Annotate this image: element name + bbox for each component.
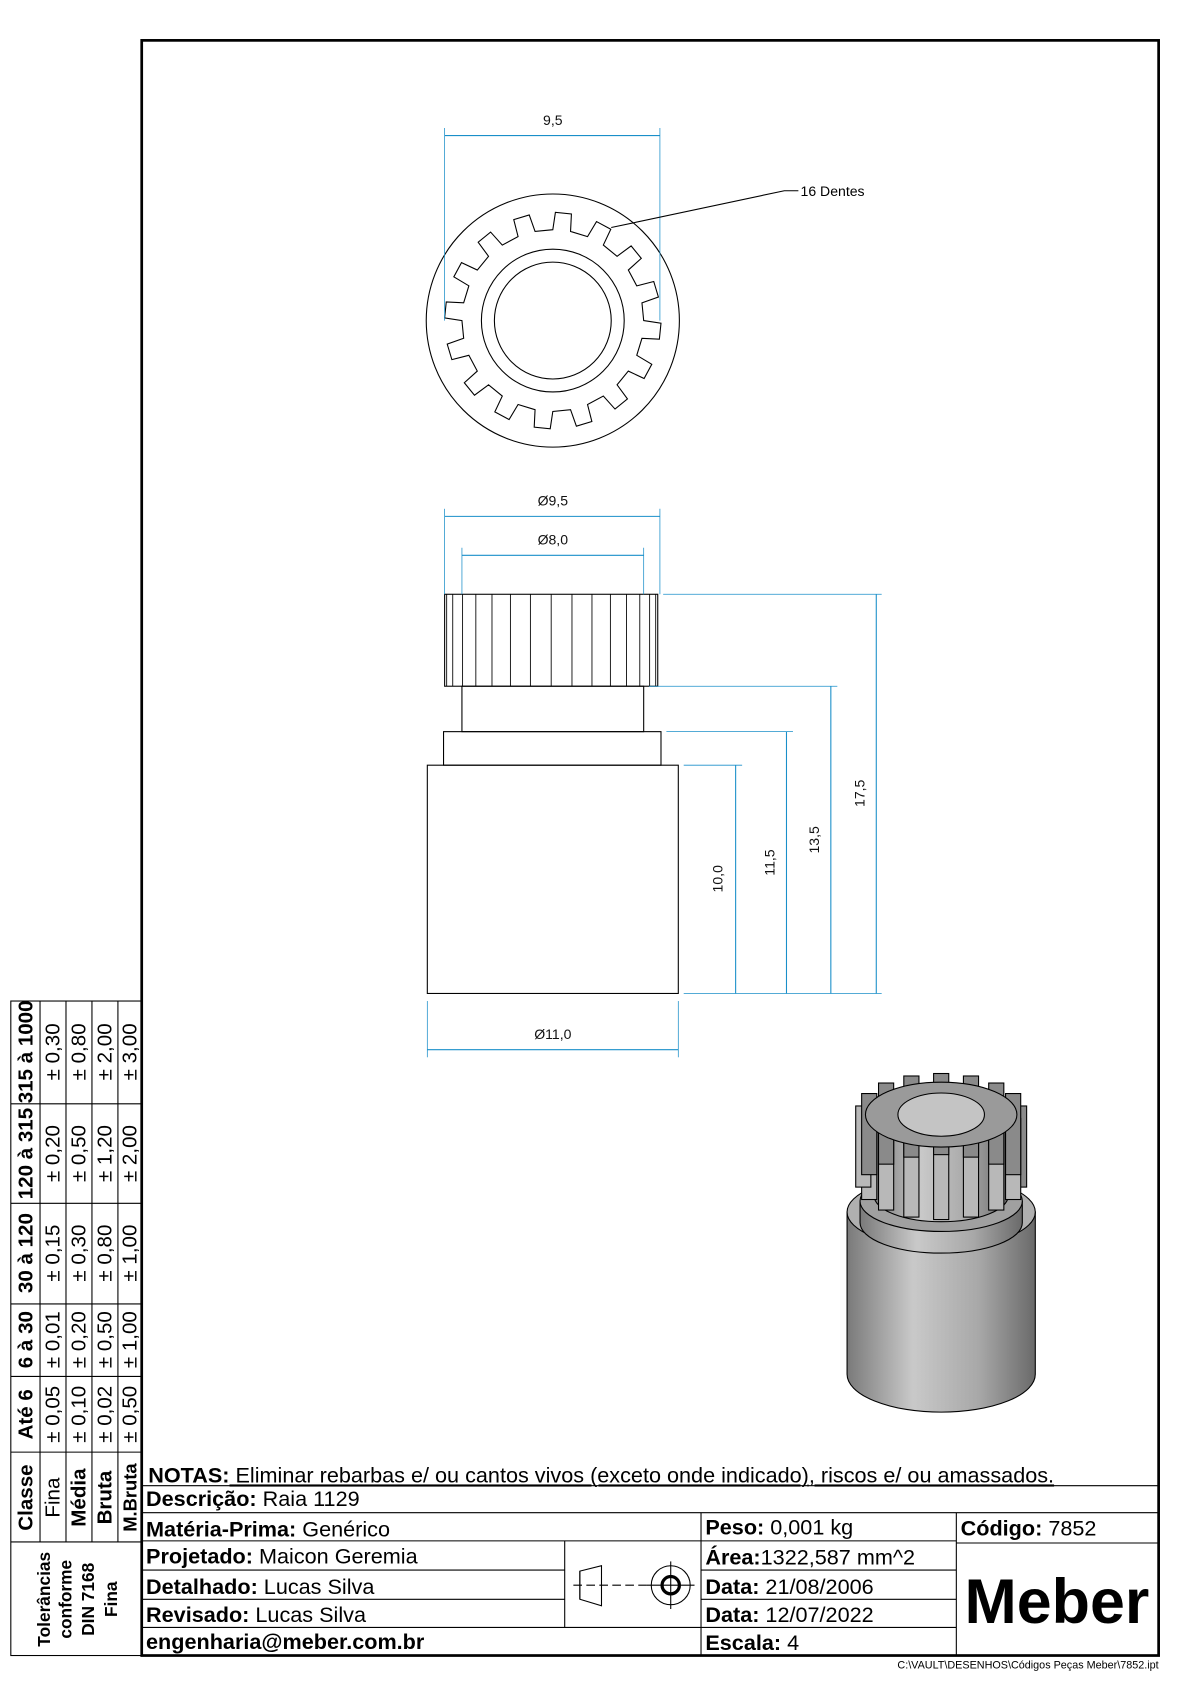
dia-top-dimension: Ø9,5 [538,493,569,509]
height-13-5-dimension: 13,5 [806,826,822,854]
part-code: Código: 7852 [961,1515,1097,1540]
scale: Escala: 4 [705,1630,799,1655]
range-header: 120 à 315 [14,1108,37,1199]
tolerance-value: ± 0,50 [67,1125,90,1182]
weight: Peso: 0,001 kg [705,1514,853,1539]
email: engenharia@meber.com.br [146,1629,425,1654]
tolerance-value: ± 2,00 [93,1023,116,1080]
range-header: Até 6 [14,1389,37,1439]
company-logo: Meber [965,1567,1150,1637]
tolerance-title-4: Fina [101,1581,121,1617]
area: Área:1322,587 mm^2 [705,1545,915,1570]
class-m-bruta: M.Bruta [119,1463,140,1532]
tolerance-value: ± 0,05 [42,1386,65,1443]
file-path: C:\VAULT\DESENHOS\Códigos Peças Meber\78… [897,1660,1158,1672]
tolerance-value: ± 0,02 [93,1386,116,1443]
teeth-leader [611,190,799,229]
tolerance-value: ± 0,10 [67,1386,90,1443]
notes: NOTAS: Eliminar rebarbas e/ ou cantos vi… [148,1462,1054,1487]
class-bruta: Bruta [93,1470,116,1524]
body [426,764,679,994]
collar [443,731,662,766]
tolerance-value: ± 1,20 [93,1125,116,1182]
range-header: 6 à 30 [14,1311,37,1368]
tolerance-value: ± 2,00 [118,1125,141,1182]
height-17-5-dimension: 17,5 [851,779,867,807]
tolerance-value: ± 0,50 [118,1386,141,1443]
detailed-by: Detalhado: Lucas Silva [146,1574,375,1599]
title-block: NOTAS: Eliminar rebarbas e/ ou cantos vi… [141,1462,1159,1656]
drawing-frame [140,39,1160,1657]
side-view: Ø9,5 Ø8,0 Ø11,0 10,0 11,5 13,5 17,5 [426,493,882,1058]
class-media: Média [67,1468,90,1527]
revised-date: Data: 12/07/2022 [705,1602,873,1627]
tolerance-value: ± 0,30 [67,1225,90,1282]
teeth-note: 16 Dentes [801,183,865,199]
isometric-view [846,1072,1036,1413]
bore-outer-circle [480,248,625,393]
description: Descrição: Raia 1129 [146,1486,360,1511]
tolerance-value: ± 1,00 [118,1225,141,1282]
created-date: Data: 21/08/2006 [705,1574,873,1599]
tolerance-value: ± 3,00 [118,1023,141,1080]
height-11-5-dimension: 11,5 [762,849,778,875]
range-header: 315 à 1000 [14,1000,37,1103]
dia-body-dimension: Ø11,0 [534,1026,571,1042]
tolerance-value: ± 0,15 [42,1225,65,1282]
class-fina: Fina [42,1477,65,1518]
projection-symbol-icon [573,1561,695,1610]
tolerance-value: ± 0,80 [67,1023,90,1080]
tolerance-title-2: conforme [55,1559,75,1638]
tolerance-value: ± 0,30 [42,1023,65,1080]
bore-inner-circle [493,261,612,380]
dia-neck-dimension: Ø8,0 [538,531,569,547]
width-dimension: 9,5 [543,112,563,128]
tolerance-value: ± 0,20 [67,1311,90,1368]
designed-by: Projetado: Maicon Geremia [146,1544,419,1569]
top-view: 9,5 16 Dentes [425,112,865,448]
tolerance-value: ± 0,01 [42,1311,65,1368]
range-header: 30 à 120 [14,1213,37,1293]
tolerance-title-3: DIN 7168 [78,1562,98,1635]
tolerance-value: ± 0,80 [93,1225,116,1282]
height-10-dimension: 10,0 [710,865,726,893]
reviewed-by: Revisado: Lucas Silva [146,1602,367,1627]
outer-circle [425,193,680,448]
material: Matéria-Prima: Genérico [146,1517,390,1542]
gear-teeth-outline [444,211,662,430]
tolerance-value: ± 0,20 [42,1125,65,1182]
tolerance-title-1: Tolerâncias [34,1552,54,1647]
tolerance-value: ± 1,00 [118,1311,141,1368]
knurl-lines [446,594,657,687]
neck [461,685,645,733]
class-header: Classe [14,1464,37,1530]
tolerance-value: ± 0,50 [93,1311,116,1368]
